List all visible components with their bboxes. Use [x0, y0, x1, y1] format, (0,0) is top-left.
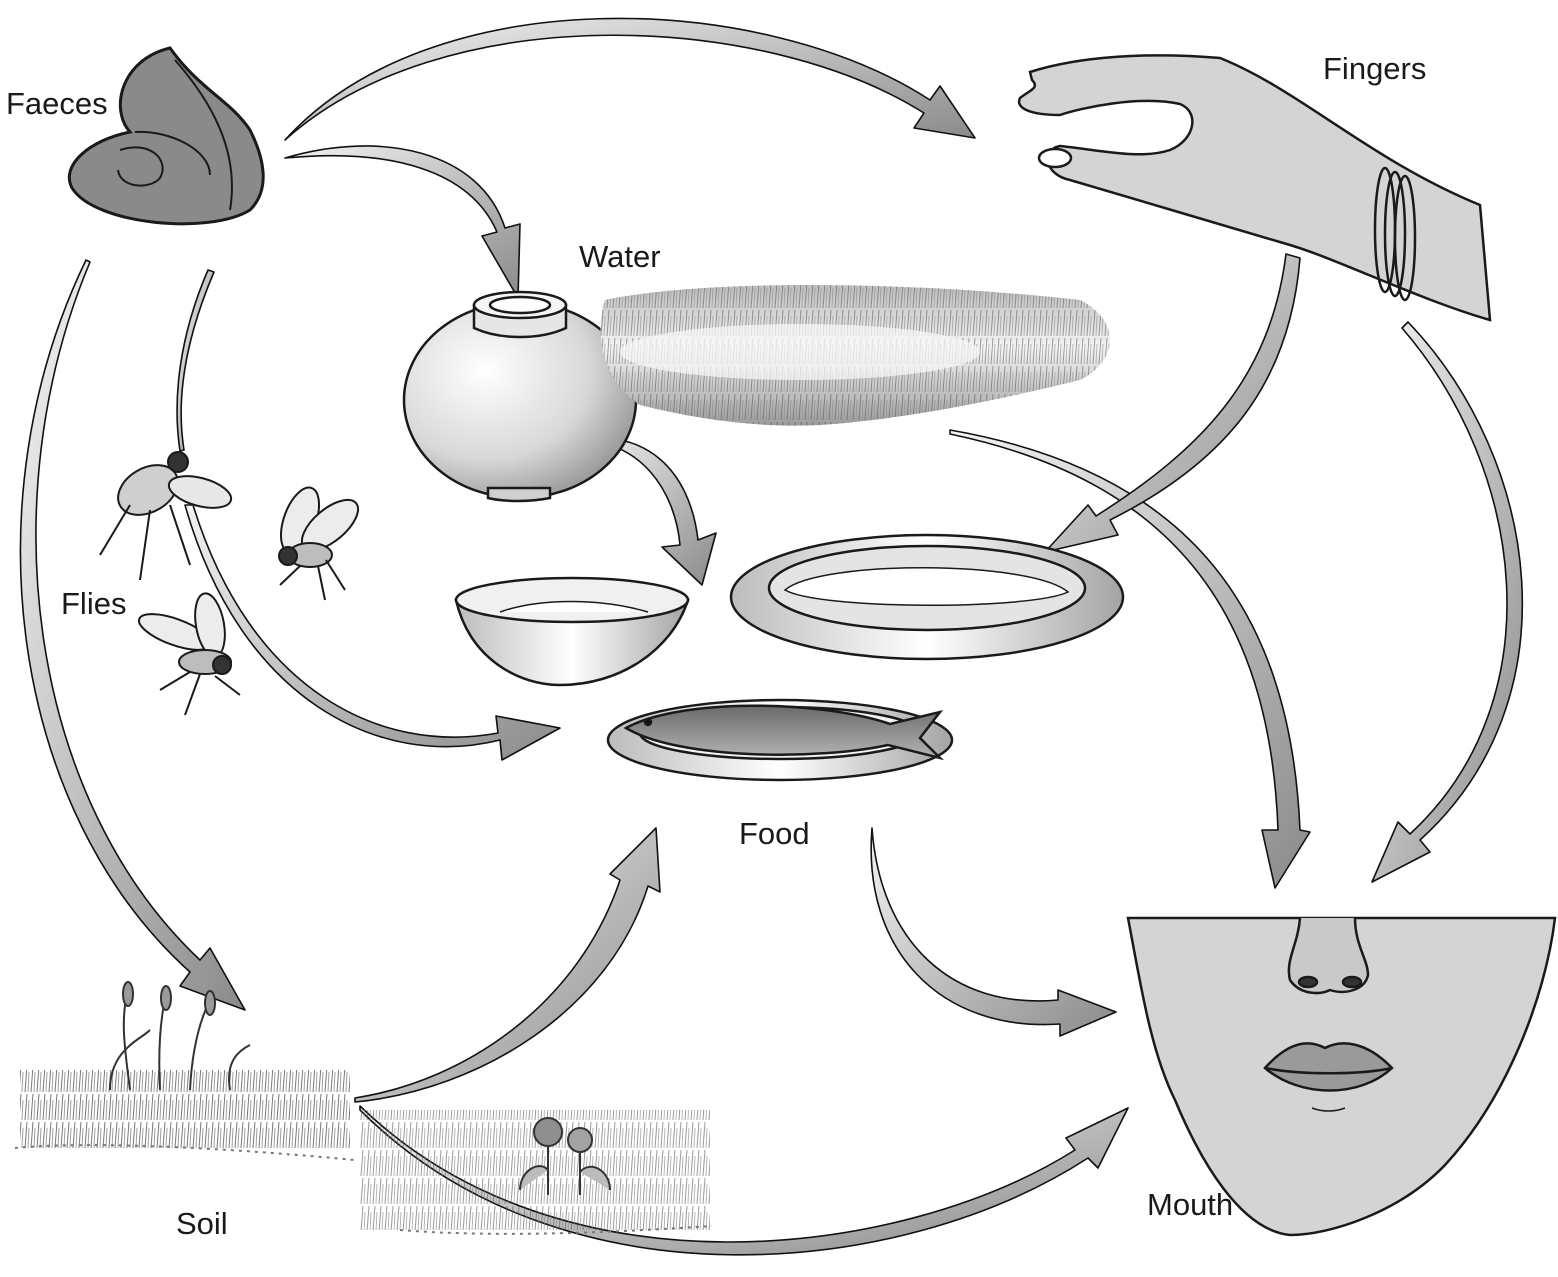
pond-illustration: [600, 285, 1110, 426]
arrow-flies-to-food: [184, 504, 561, 761]
label-food: Food: [739, 816, 810, 851]
lips: [1263, 1042, 1394, 1092]
fish-plate: [606, 698, 954, 782]
label-flies: Flies: [61, 586, 127, 621]
arrow-fingers-to-food: [1044, 253, 1301, 553]
fly-1: [99, 451, 233, 581]
plant-flowers: [519, 1117, 611, 1195]
hand-illustration: [1017, 54, 1492, 322]
arrow-faeces-to-flies: [176, 269, 215, 452]
label-soil: Soil: [176, 1206, 228, 1241]
plant-cattails: [109, 981, 251, 1091]
arrow-soil-to-food: [354, 827, 661, 1103]
label-faeces: Faeces: [6, 86, 108, 121]
label-water: Water: [579, 239, 661, 274]
fly-2: [278, 486, 360, 601]
flies-illustration: [99, 451, 360, 716]
label-fingers: Fingers: [1323, 51, 1427, 86]
rice-plate: [729, 533, 1125, 661]
arrow-faeces-to-water: [284, 145, 521, 299]
nose: [1287, 917, 1370, 995]
fly-3: [138, 592, 241, 716]
arrow-water-to-food: [577, 437, 717, 586]
soil-illustration: [14, 981, 713, 1235]
label-mouth: Mouth: [1147, 1187, 1234, 1222]
faeces-illustration: [67, 46, 265, 226]
face-illustration: [1126, 916, 1557, 1237]
water-pot-illustration: [402, 290, 638, 503]
food-illustration: [454, 533, 1125, 782]
arrow-fingers-to-mouth: [1371, 321, 1524, 883]
rice-bowl: [454, 576, 690, 687]
arrow-faeces-to-fingers: [284, 17, 976, 141]
arrow-food-to-mouth: [870, 827, 1117, 1037]
